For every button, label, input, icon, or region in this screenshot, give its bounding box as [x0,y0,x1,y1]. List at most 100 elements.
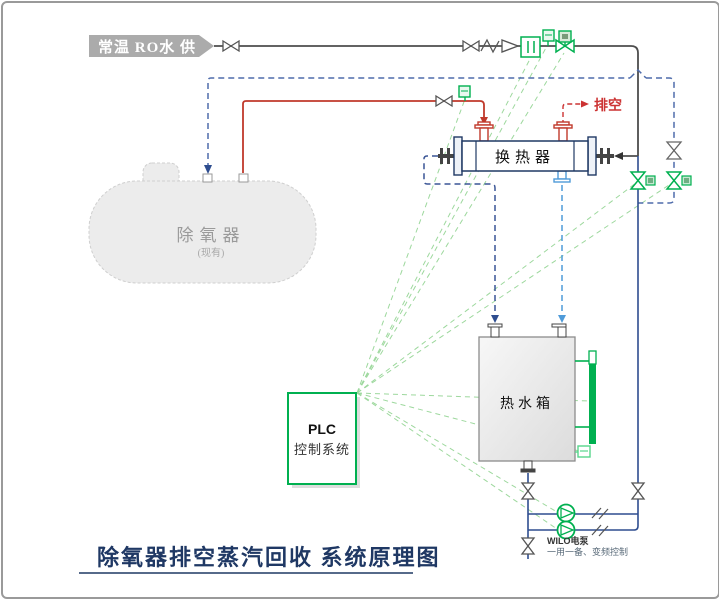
pump-1-impeller [560,507,575,519]
hx-bottom-stub [557,170,567,180]
level-switch [575,445,591,458]
deaerator-vessel: 除氧器 (现有) [88,162,317,284]
hx-left-flange-1 [440,148,443,164]
tank-nozzle2-stub [557,326,567,338]
hx-side-nozzles [438,148,614,164]
ro-banner-shape [89,35,214,57]
tank-inlet-arrow-left [491,315,499,323]
hx-left-flange-2 [447,148,450,164]
hx-shell [461,140,589,172]
deaerator-nozzles [202,173,249,183]
motor-valve-2-body [665,171,683,190]
valve-steam-line [435,94,453,108]
hot-water-tank-label: 热水箱 [500,396,554,412]
flow-meter [520,36,541,58]
return-line-right [638,77,675,204]
vent-dashed-line [562,103,582,125]
hx-steam-nozzles [474,121,573,142]
pump-discharge-riser [528,156,639,531]
pump-note-label: 一用一备、变频控制 [547,546,628,557]
signal-line-to-pump-2 [356,392,558,530]
signal-line-to-motor-valve-2 [356,182,673,394]
deaerator-inlet-arrow [204,165,212,174]
motor-valve-1-body [629,171,647,190]
hx-left-head [453,136,463,176]
plc-signal-lines [356,45,673,530]
pump-name-label: WILO电泵 [547,535,589,546]
valve-tank-outlet [520,482,536,500]
vent-label: 排空 [594,97,622,114]
tank-body [478,336,576,462]
valve-ro-supply-1 [222,39,240,53]
plc-box: PLC 控制系统 [287,392,360,488]
hx-right-head [587,136,597,176]
signal-line-to-pump-1 [356,392,558,513]
ro-supply-pipe [214,45,639,156]
control-valve-actuator-core [562,34,568,39]
hot-water-tank: 热水箱 [478,323,597,473]
hx-inlet-arrow [614,152,623,160]
ro-line-instruments [520,29,575,58]
tank-bottom-nozzle [520,460,536,473]
control-valve [555,30,575,54]
steam-arrow-down [480,117,488,125]
tank-bottom-flange [520,468,536,473]
valve-ro-supply-2 [462,39,480,53]
heat-exchanger: 换热器 [438,121,614,183]
tank-inlet-arrow-right [558,315,566,323]
return-line-top [207,77,630,169]
plc-label-line1: PLC [308,421,336,437]
hx-nozzle2-stub [558,127,568,142]
plc-label-line2: 控制系统 [294,442,350,457]
reducer-icon [501,39,520,53]
valve-drain [520,537,536,555]
valve-pump-discharge [630,482,646,500]
hx-outlet-dashed-line [423,155,496,315]
flex-joint-1 [591,507,609,520]
steam-line-sensor [458,85,471,101]
hx-nozzle1-stub [479,127,489,142]
vent-arrow [581,100,589,108]
flow-meter-body [520,36,541,58]
flex-connector-icon [480,38,500,54]
manual-valves-horizontal [222,39,480,108]
tank-bottom-stub [523,460,533,470]
gauge-column [589,364,596,444]
tank-top-nozzles [487,323,567,338]
hx-bottom-flange [553,178,571,183]
signal-line-to-motor-valve-1 [356,182,637,394]
plc-body [287,392,357,485]
deaerator-nozzle-1 [202,173,213,183]
ro-water-banner: 常温 RO水 供 [89,35,214,57]
deaerator-sublabel: (现有) [198,246,225,259]
hx-right-flange-1 [600,148,603,164]
title-text: 除氧器排空蒸汽回收 系统原理图 [97,545,441,570]
pump-flex-joints [591,507,609,537]
hx-right-flange-2 [607,148,610,164]
signal-line-to-red-line-sensor [356,98,466,394]
flex-joint-2 [591,524,609,537]
hx-bottom-nozzle [553,170,571,183]
deaerator-label: 除氧器 [177,226,246,245]
motor-valve-1-core [648,178,653,183]
tank-nozzle1-stub [490,326,500,338]
line-crossing-hop [629,68,647,79]
deaerator-return-dashed-line [207,68,675,204]
schematic-svg: 常温 RO水 供 排空 除氧器 (现有) [79,29,692,574]
ro-banner-label: 常温 RO水 供 [98,38,196,56]
pump-circuit-valves [520,482,646,555]
gauge-head [588,350,597,365]
diagram-title: 除氧器排空蒸汽回收 系统原理图 [79,545,441,574]
motor-valve-2-core [684,178,689,183]
signal-line-to-sensor [356,45,548,394]
heat-exchanger-label: 换热器 [495,149,555,166]
steam-pipe-red [242,100,485,173]
pumps [556,503,576,540]
deaerator-nozzle-2 [238,173,249,183]
level-gauge [575,350,597,444]
line-sensor [542,29,555,46]
pump-2-impeller [560,524,575,536]
valve-bypass-manual [665,141,683,160]
motor-valves [629,171,692,190]
